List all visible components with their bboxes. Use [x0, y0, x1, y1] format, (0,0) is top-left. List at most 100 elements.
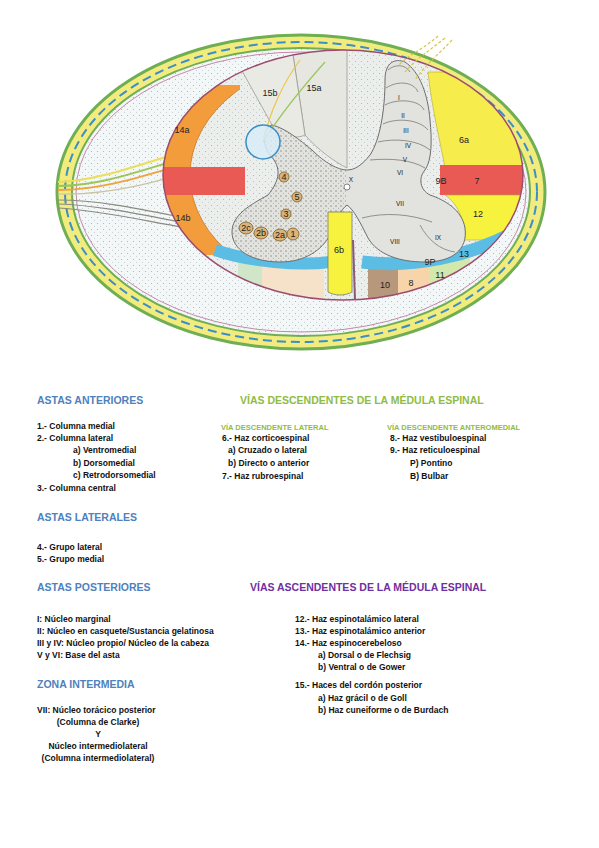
ventral-fissure [353, 240, 355, 300]
lamina-number: IX [435, 234, 441, 241]
legend-item: b) Ventral o de Gower [318, 663, 405, 673]
legend-item: 1.- Columna medial [37, 422, 115, 432]
lamina-number: V [403, 156, 407, 163]
motor-nucleus [239, 222, 253, 234]
callout-number: 10 [380, 280, 390, 290]
callout-number: 8 [408, 278, 413, 288]
callout-number: 14a [174, 125, 189, 135]
motor-nucleus [281, 209, 291, 219]
rubrospinal-tract [160, 167, 245, 195]
legend-item: b) Haz cuneiforme o de Burdach [318, 706, 448, 716]
legend-item: B) Bulbar [410, 472, 448, 482]
callout-number: 2b [256, 228, 266, 238]
legend-item: b) Directo o anterior [228, 459, 309, 469]
lamina-number: X [349, 176, 353, 183]
legend-item: 14.- Haz espinocerebeloso [295, 639, 402, 649]
lamina-number: II [401, 112, 405, 119]
legend-item: b) Dorsomedial [73, 459, 135, 469]
section-heading: VÍAS DESCENDENTES DE LA MÉDULA ESPINAL [240, 394, 484, 406]
dorsal-root-entry [246, 125, 280, 159]
legend-item: Núcleo intermediolateral [48, 742, 147, 752]
legend-item: (Columna de Clarke) [57, 718, 140, 728]
lamina-boundary [362, 215, 432, 222]
lamina-number: VII [396, 200, 404, 207]
lamina-number: III [403, 127, 408, 134]
legend-item: II: Núcleo en casquete/Sustancia gelatin… [37, 627, 214, 637]
legend-item: a) Haz grácil o de Goll [318, 694, 407, 704]
legend-item: 9.- Haz reticuloespinal [390, 446, 480, 456]
callout-number: 5 [294, 192, 299, 202]
legend-item: (Columna intermediolateral) [42, 754, 155, 764]
legend-item: a) Dorsal o de Flechsig [318, 651, 411, 661]
legend-item: P) Pontino [410, 459, 453, 469]
callout-number: 15b [262, 88, 277, 98]
lamina-boundary [420, 225, 455, 252]
legend-item: a) Cruzado o lateral [228, 446, 307, 456]
motor-nucleus [279, 172, 289, 182]
legend-item: 4.- Grupo lateral [37, 543, 102, 553]
lamina-boundary [378, 140, 430, 150]
section-heading: ASTAS POSTERIORES [37, 581, 151, 593]
callout-number: 9P [424, 257, 435, 267]
callout-number: 13 [459, 249, 469, 259]
dorsal-root-fiber [415, 40, 452, 80]
callout-number: 12 [473, 209, 483, 219]
legend-item: 7.- Haz rubroespinal [222, 472, 303, 482]
anterior-corticospinal-tract [328, 212, 352, 295]
legend-item: 2.- Columna lateral [37, 434, 113, 444]
callout-number: 7 [474, 176, 479, 186]
motor-nucleus [292, 192, 302, 202]
dorsal-root-fiber [398, 36, 438, 66]
legend-item: I: Núcleo marginal [37, 615, 111, 625]
callout-number: 2a [275, 230, 285, 240]
arachnoid-line [65, 42, 537, 342]
subarachnoid-space [72, 48, 530, 336]
legend-item: a) Ventromedial [73, 446, 136, 456]
section-heading: ASTAS ANTERIORES [37, 394, 143, 406]
legend-item: III y IV: Núcleo propio/ Núcleo de la ca… [37, 639, 209, 649]
lamina-number: I [398, 94, 400, 101]
legend-item: 6.- Haz corticoespinal [222, 434, 309, 444]
legend-item: 13.- Haz espinotalámico anterior [295, 627, 425, 637]
central-canal [344, 184, 350, 190]
callout-number: 11 [435, 270, 444, 280]
legend-item: 5.- Grupo medial [37, 555, 104, 565]
legend-item: VII: Núcleo torácico posterior [37, 706, 156, 716]
motor-nucleus [254, 227, 268, 239]
section-heading: ASTAS LATERALES [37, 511, 137, 523]
legend-item: 8.- Haz vestibuloespinal [390, 434, 486, 444]
callout-number: 9B [435, 176, 446, 186]
lateral-corticospinal-tract [428, 72, 530, 168]
rubrospinal-tract [440, 165, 530, 195]
dura-mater [57, 35, 545, 349]
subsection-heading: VÍA DESCENDENTE LATERAL [221, 424, 329, 433]
section-heading: ZONA INTERMEDIA [37, 678, 135, 690]
lamina-boundary [386, 83, 418, 92]
callout-number: 14b [175, 213, 190, 223]
callout-number: 15a [306, 83, 321, 93]
legend-item: V y VI: Base del asta [37, 651, 120, 661]
legend-item: 15.- Haces del cordón posterior [295, 681, 422, 691]
lamina-boundary [370, 159, 425, 168]
callout-number: 2c [241, 223, 251, 233]
lamina-boundary [388, 66, 410, 72]
legend-item: c) Retrodorsomedial [73, 471, 156, 481]
section-heading: VÍAS ASCENDENTES DE LA MÉDULA ESPINAL [250, 581, 486, 593]
callout-number: 4 [281, 172, 286, 182]
csf-speckle [73, 49, 529, 335]
motor-nucleus [287, 228, 299, 240]
legend-item: Y [95, 730, 101, 740]
legend-item: 12.- Haz espinotalámico lateral [295, 615, 419, 625]
callout-number: 6b [334, 245, 344, 255]
callout-number: 1 [290, 229, 295, 239]
subsection-heading: VÍA DESCENDENTE ANTEROMEDIAL [387, 424, 520, 433]
motor-nucleus [273, 229, 287, 241]
legend-item: 3.- Columna central [37, 484, 116, 494]
callout-number: 6a [459, 135, 469, 145]
lamina-number: VI [397, 169, 403, 176]
lamina-boundary [385, 101, 424, 110]
lamina-number: IV [405, 142, 411, 149]
callout-number: 3 [283, 209, 288, 219]
cord-outline [163, 50, 523, 300]
